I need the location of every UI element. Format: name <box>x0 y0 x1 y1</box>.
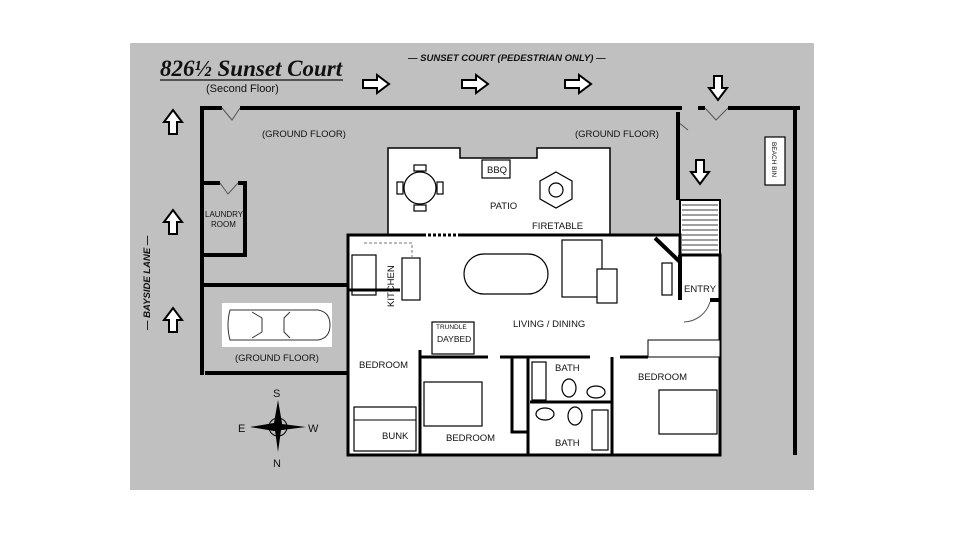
trundle-label: TRUNDLE <box>436 324 467 331</box>
bathtub <box>591 409 609 451</box>
round-table-icon <box>396 164 444 212</box>
bed <box>658 389 718 435</box>
sofa <box>561 239 603 298</box>
bathtub <box>531 361 547 401</box>
compass-south: S <box>273 388 280 400</box>
stairs <box>679 199 721 256</box>
bunk-label: BUNK <box>382 431 409 442</box>
bedroom-label: BEDROOM <box>359 360 408 371</box>
beach-bin-label: BEACH BIN <box>770 142 777 177</box>
beach-bin <box>764 136 786 186</box>
bedroom-label: BEDROOM <box>446 433 495 444</box>
compass-east: E <box>238 423 245 435</box>
ground-floor-label: (GROUND FLOOR) <box>262 129 346 140</box>
bed <box>423 381 483 427</box>
sink <box>535 407 555 421</box>
daybed <box>431 321 475 355</box>
toilet <box>567 406 583 426</box>
bbq-label: BBQ <box>487 165 507 176</box>
firetable-icon <box>539 171 573 209</box>
firetable-label: FIRETABLE <box>532 221 583 232</box>
bath-label: BATH <box>555 438 580 449</box>
bath-label: BATH <box>555 363 580 374</box>
laundry-label: ROOM <box>211 220 236 229</box>
door-icon <box>704 107 729 121</box>
tv-console <box>661 262 673 296</box>
sink-counter <box>401 257 421 301</box>
ground-floor-label: (GROUND FLOOR) <box>235 353 319 364</box>
coffee-table <box>596 268 618 304</box>
compass-north: N <box>273 458 281 470</box>
plan-title: 826½ Sunset Court <box>160 56 343 81</box>
garage-walls <box>202 283 348 375</box>
ground-floor-walls <box>200 106 800 375</box>
compass-west: W <box>308 423 319 435</box>
street-top: — SUNSET COURT (PEDESTRIAN ONLY) — <box>407 53 606 64</box>
closet <box>647 339 721 358</box>
entry-walls <box>653 236 720 302</box>
interior-walls <box>348 288 648 455</box>
dining-table <box>463 253 549 295</box>
daybed-label: DAYBED <box>437 334 471 344</box>
bunk-bed <box>353 406 417 452</box>
door-icon <box>221 107 241 121</box>
stair-treads <box>682 204 718 251</box>
sink <box>586 385 606 399</box>
kitchen-label: KITCHEN <box>386 265 397 307</box>
bbq <box>481 159 511 179</box>
street-left: — BAYSIDE LANE — <box>142 235 153 331</box>
plan-subtitle: (Second Floor) <box>206 83 279 95</box>
ground-floor-label: (GROUND FLOOR) <box>575 129 659 140</box>
car-icon <box>227 309 331 341</box>
stove <box>351 254 377 296</box>
cabinets <box>364 242 413 258</box>
door-icon <box>219 182 239 195</box>
living-dining-label: LIVING / DINING <box>513 319 585 330</box>
car-windows <box>251 311 291 339</box>
toilet <box>561 378 577 398</box>
patio-label: PATIO <box>490 201 517 212</box>
laundry-label: LAUNDRY <box>205 210 244 219</box>
entry-label: ENTRY <box>684 284 717 295</box>
compass-rose-icon <box>250 400 306 452</box>
bedroom-label: BEDROOM <box>638 372 687 383</box>
laundry-room-walls <box>202 181 247 257</box>
entry-door-icon <box>683 301 711 323</box>
